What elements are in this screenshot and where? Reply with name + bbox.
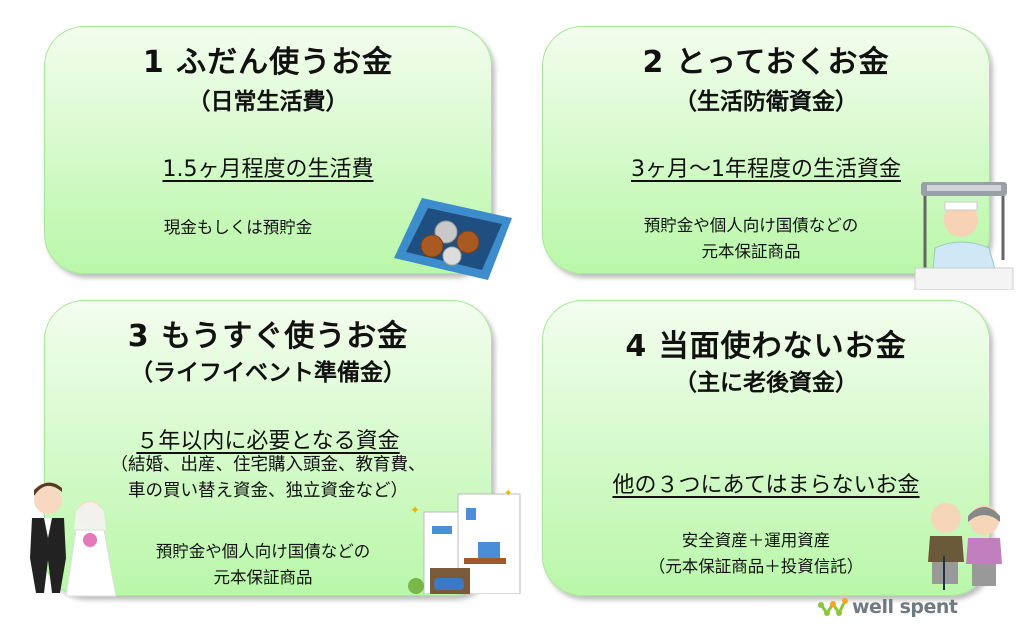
- card-subtitle: （生活防衛資金）: [674, 89, 858, 115]
- card-retirement-fund: 4 当面使わないお金 （主に老後資金） 他の３つにあてはまらないお金 安全資産＋…: [542, 300, 990, 596]
- card-title: 1 ふだん使うお金: [142, 45, 394, 80]
- svg-text:✦: ✦: [504, 488, 512, 499]
- card-title: 3 もうすぐ使うお金: [127, 319, 409, 354]
- card-title: 2 とっておくお金: [642, 45, 890, 80]
- card-products: 現金もしくは預貯金: [163, 218, 313, 237]
- coin-tray-icon: [394, 198, 512, 280]
- wedding-couple-icon: [30, 482, 117, 597]
- card-life-event-fund: 3 もうすぐ使うお金 （ライフイベント準備金） ５年以内に必要となる資金 （結婚…: [44, 300, 492, 596]
- card-amount: 他の３つにあてはまらないお金: [612, 473, 920, 498]
- patient-in-bed-icon: [914, 182, 1014, 290]
- card-products-line1: 預貯金や個人向け国債などの: [643, 216, 859, 235]
- card-subtitle: （日常生活費）: [187, 89, 349, 115]
- card-title: 4 当面使わないお金: [625, 329, 907, 364]
- card-products-line2: 元本保証商品: [213, 568, 313, 587]
- house-icon: ✦ ✦: [408, 488, 521, 594]
- card-examples-line2: 車の買い替え資金、独立資金など）: [128, 481, 408, 501]
- card-emergency-fund: 2 とっておくお金 （生活防衛資金） 3ヶ月〜1年程度の生活資金 預貯金や個人向…: [542, 26, 990, 274]
- card-daily-expenses: 1 ふだん使うお金 （日常生活費） 1.5ヶ月程度の生活費 現金もしくは預貯金: [44, 26, 492, 274]
- card-products-line1: 安全資産＋運用資産: [681, 531, 831, 550]
- card-products-line2: （元本保証商品＋投資信託）: [648, 557, 864, 576]
- card-examples-line1: （結婚、出産、住宅購入頭金、教育費、: [110, 455, 426, 475]
- card-products-line1: 預貯金や個人向け国債などの: [155, 542, 371, 561]
- logo-mark-icon: [818, 598, 848, 616]
- elderly-couple-icon: [928, 503, 1002, 590]
- svg-text:✦: ✦: [410, 503, 420, 517]
- card-amount: 3ヶ月〜1年程度の生活資金: [631, 157, 901, 182]
- card-amount: ５年以内に必要となる資金: [136, 429, 400, 454]
- card-subtitle: （主に老後資金）: [674, 370, 858, 396]
- card-products-line2: 元本保証商品: [701, 242, 801, 261]
- well-spent-logo: well spent: [818, 596, 958, 618]
- card-subtitle: （ライフイベント準備金）: [130, 360, 406, 386]
- card-amount: 1.5ヶ月程度の生活費: [162, 157, 374, 182]
- logo-text: well spent: [852, 596, 958, 618]
